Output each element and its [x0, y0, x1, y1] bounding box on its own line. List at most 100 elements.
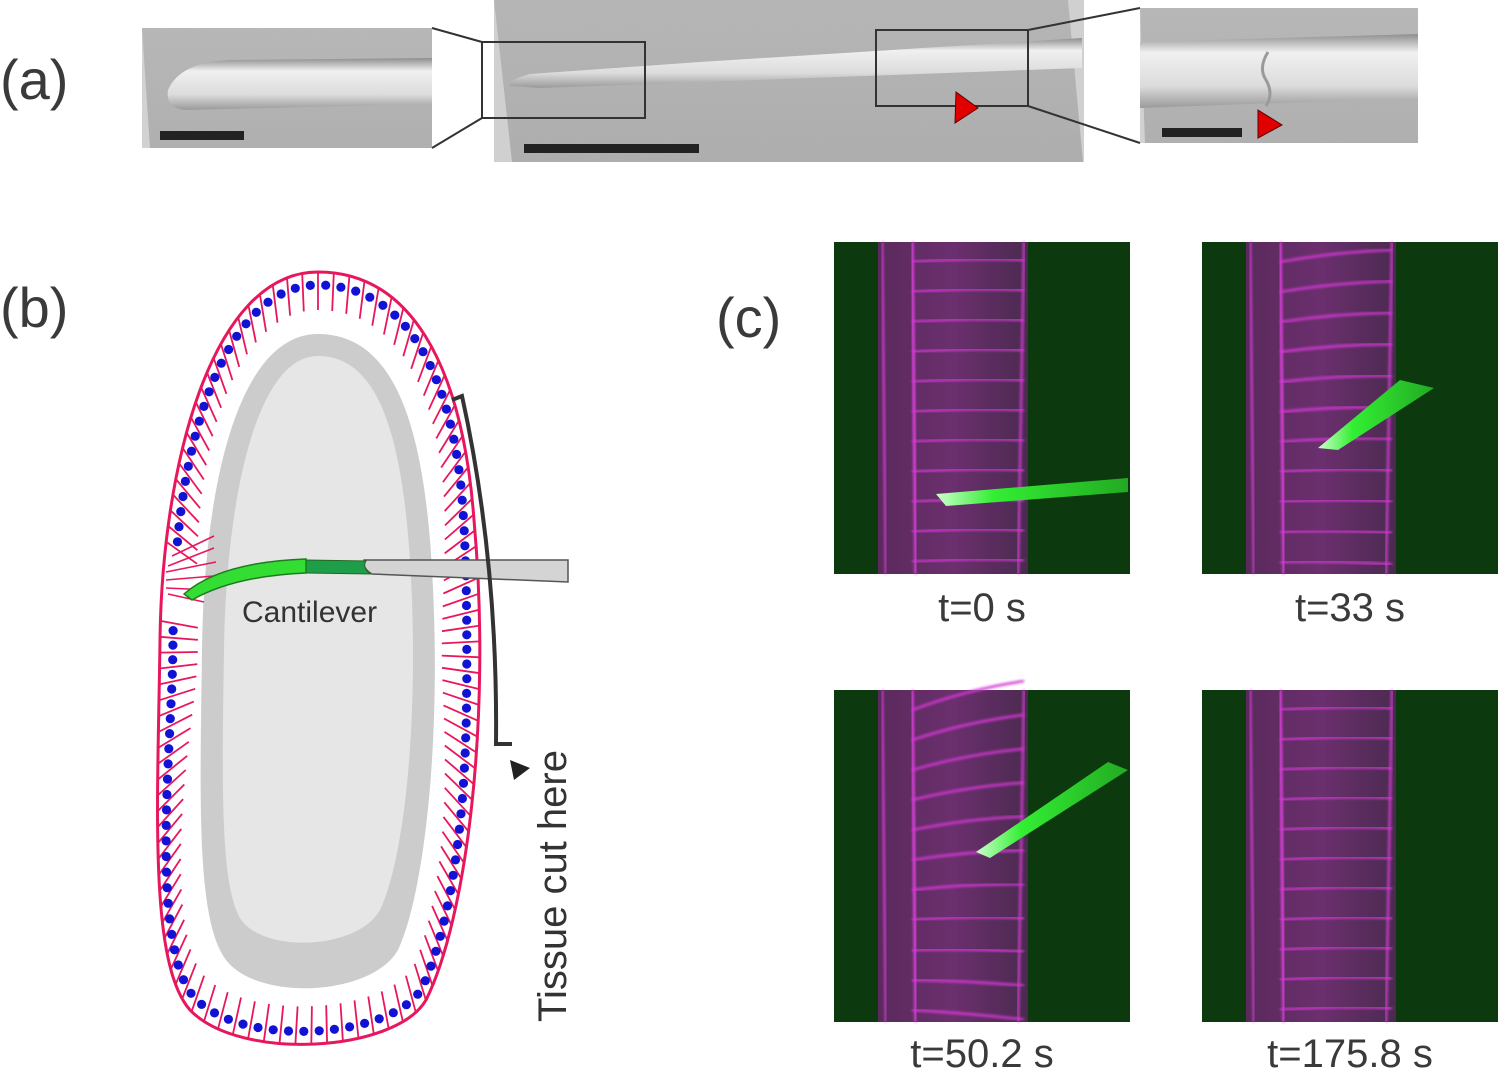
cell-membrane — [217, 991, 229, 1030]
nucleus — [161, 836, 171, 846]
nucleus — [276, 289, 286, 299]
cell-membrane — [169, 509, 199, 538]
nucleus — [445, 886, 456, 896]
cut-bracket — [451, 393, 512, 746]
nucleus — [457, 793, 467, 804]
nucleus — [441, 404, 451, 414]
cell-membrane — [423, 934, 439, 972]
cell-membrane — [159, 651, 198, 654]
cell-membrane — [158, 843, 182, 876]
cell-membrane — [160, 620, 198, 629]
nucleus — [176, 507, 186, 517]
yolk-inner — [222, 356, 414, 943]
nucleus — [199, 401, 209, 411]
cell-membrane — [438, 420, 460, 454]
nucleus — [445, 419, 455, 429]
cell-membrane — [262, 1003, 270, 1042]
cell-membrane — [427, 374, 446, 410]
cell-membrane — [259, 294, 267, 332]
cell-membrane — [383, 297, 393, 335]
nucleus — [329, 1024, 339, 1034]
nucleus — [186, 988, 196, 998]
nucleus — [454, 824, 464, 834]
panel-b-schematic: Cantilever Tissue cut here — [156, 270, 575, 1046]
cantilever-label: Cantilever — [242, 596, 377, 629]
cell-membrane — [310, 1006, 313, 1045]
cell-membrane — [157, 741, 190, 765]
cell-membrane — [286, 277, 291, 316]
cell-membrane — [442, 451, 467, 483]
scale-bar-main — [524, 144, 699, 153]
cell-membrane — [419, 949, 434, 986]
cell-membrane — [380, 991, 390, 1029]
nucleus — [168, 640, 178, 650]
cell-membrane — [158, 700, 195, 718]
cell-membrane — [157, 755, 188, 781]
nucleus — [449, 434, 459, 444]
cell-membrane — [159, 675, 197, 686]
cell-membrane — [443, 801, 470, 833]
cell-membrane — [157, 727, 191, 749]
cell-membrane — [441, 831, 465, 864]
cell-membrane — [371, 288, 380, 326]
nucleus — [178, 975, 189, 985]
cell-membrane — [185, 432, 207, 466]
panel-a-label: (a) — [0, 48, 69, 111]
cell-membrane — [440, 435, 464, 469]
nucleus — [401, 1000, 411, 1010]
nucleus — [232, 331, 242, 341]
nucleus — [388, 1008, 398, 1018]
nucleus — [461, 733, 471, 743]
nucleus — [163, 898, 173, 908]
cell-membrane — [228, 330, 241, 368]
cell-membrane — [190, 416, 210, 452]
cell-membrane — [413, 963, 427, 1001]
nucleus — [461, 600, 472, 611]
cell-membrane — [190, 975, 205, 1012]
nucleus — [204, 387, 214, 397]
cell-membrane — [442, 679, 480, 690]
cell-membrane — [175, 478, 201, 509]
zoom-lines — [431, 7, 1141, 149]
cell-membrane — [331, 272, 335, 311]
cell-membrane — [156, 798, 184, 828]
nucleus — [174, 522, 184, 532]
nucleus — [241, 319, 251, 329]
cell-membrane — [301, 273, 305, 312]
cell-membrane — [165, 540, 198, 565]
cantilever[interactable] — [182, 558, 569, 601]
frame-caption-2: t=50.2 s — [910, 1032, 1054, 1076]
cell-membrane — [172, 493, 200, 524]
nucleus — [165, 714, 175, 724]
fluorescence-frame-3 — [1202, 689, 1498, 1023]
cell-membrane — [247, 305, 257, 343]
fluorescence-frame-1 — [1202, 241, 1498, 575]
cell-membrane — [436, 875, 456, 911]
sem-main — [481, 0, 1084, 162]
cell-membrane — [434, 890, 453, 926]
cell-membrane — [410, 332, 425, 370]
cell-membrane — [444, 787, 472, 817]
cell-membrane — [443, 466, 469, 498]
nucleus — [162, 774, 173, 784]
nucleus — [173, 960, 183, 970]
cell-membrane — [444, 529, 476, 555]
nucleus — [448, 870, 458, 880]
nucleus — [460, 748, 470, 758]
cell-membrane — [157, 713, 193, 733]
cell-membrane — [353, 1000, 360, 1039]
scale-bar-left — [160, 131, 244, 140]
cell-membrane — [367, 996, 375, 1035]
nucleus — [461, 703, 472, 713]
nucleus — [321, 280, 331, 290]
cell-membrane — [438, 860, 460, 895]
nucleus — [166, 699, 176, 709]
nucleus — [462, 630, 472, 640]
nucleus — [462, 644, 472, 655]
nucleus — [454, 465, 464, 475]
cell-membrane — [442, 691, 480, 706]
cell-membrane — [358, 280, 366, 319]
cell-membrane — [443, 577, 479, 595]
nucleus — [336, 282, 346, 292]
cell-membrane — [393, 984, 404, 1022]
